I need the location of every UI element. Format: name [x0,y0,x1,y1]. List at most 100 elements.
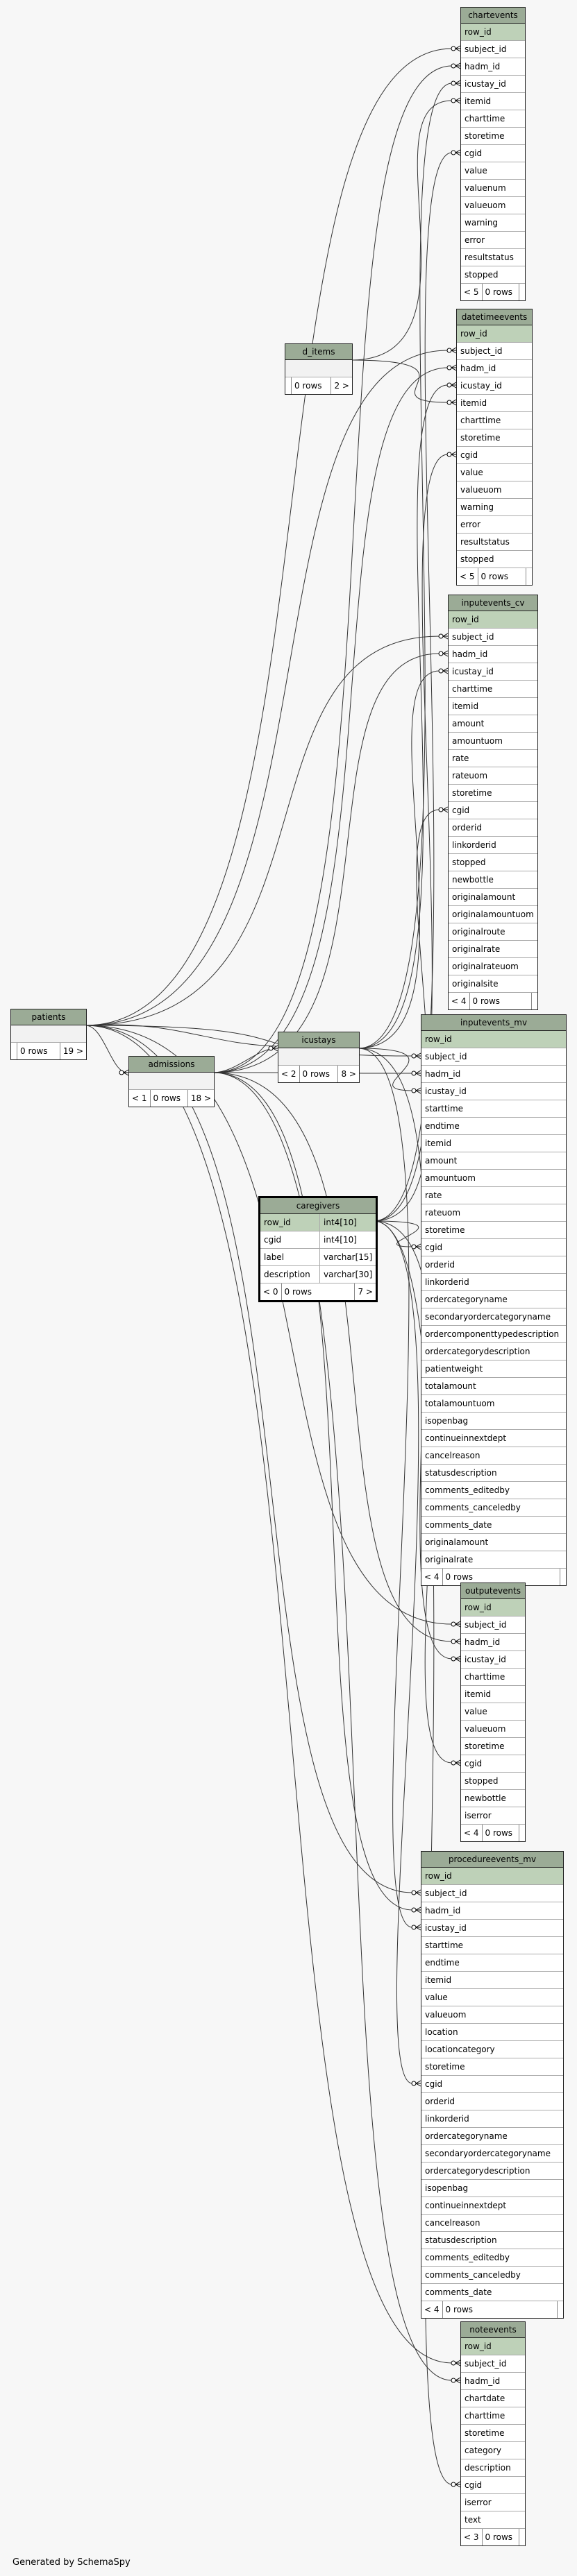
column-rateuom: rateuom [421,1204,566,1222]
column-originalamount: originalamount [449,889,537,906]
column-itemid: itemid [461,93,525,110]
column-valueuom: valueuom [461,197,525,214]
crows-foot-marker [451,1655,461,1662]
table-header[interactable]: chartevents [461,8,525,24]
crows-foot-marker [446,347,457,354]
crows-foot-marker [411,1087,421,1094]
relationship-inputevents-cv-hadm-id [212,653,440,1073]
column-stopped: stopped [449,854,537,871]
crows-foot-marker [451,2360,461,2366]
row-count: 0 rows [151,1090,188,1107]
crows-foot-marker [451,45,461,52]
row-count: 0 rows [443,2301,558,2318]
column-newbottle: newbottle [449,871,537,889]
column-subject-id: subject_id [421,1048,566,1066]
crows-foot-marker [451,2481,461,2488]
relationship-chartevents-icustay-id [358,83,453,1049]
column-icustay-id: icustay_id [461,1651,525,1669]
table-header[interactable]: noteevents [461,2322,525,2338]
column-row-id: row_id [461,24,525,41]
column-value: value [457,464,532,481]
relationship-procedureevents-mv-hadm-id [212,1072,413,1911]
parents-count [285,377,292,394]
relationship-inputevents-cv-subject-id [85,636,440,1026]
table-header[interactable]: icustays [278,1032,359,1048]
column-error: error [457,516,532,534]
table-header[interactable]: caregivers [260,1198,376,1214]
column-linkorderid: linkorderid [421,2110,563,2128]
column-newbottle: newbottle [461,1790,525,1807]
column-cgid: cgid [449,802,537,819]
column-ordercategoryname: ordercategoryname [421,1291,566,1308]
column-type: varchar[15] [324,1252,373,1262]
column-stopped: stopped [461,266,525,284]
column-hadm-id: hadm_id [461,58,525,76]
table-header[interactable]: procedureevents_mv [421,1852,563,1868]
column-type: int4[10] [324,1218,357,1227]
column-locationcategory: locationcategory [421,2041,563,2058]
column-comments-editedby: comments_editedby [421,1482,566,1499]
crows-foot-marker [451,1759,461,1766]
children-count [560,1569,566,1585]
row-count: 0 rows [483,1825,519,1841]
table-header[interactable]: admissions [129,1057,214,1073]
column-comments-date: comments_date [421,2284,563,2301]
column-linkorderid: linkorderid [449,837,537,854]
column-amountuom: amountuom [449,733,537,750]
table-header[interactable]: inputevents_cv [449,595,537,611]
column-iserror: iserror [461,2494,525,2511]
column-originalamountuom: originalamountuom [449,906,537,923]
column-originalsite: originalsite [449,975,537,993]
table-header[interactable]: datetimeevents [457,309,532,325]
column-storetime: storetime [461,128,525,145]
column-orderid: orderid [421,1256,566,1274]
column-subject-id: subject_id [461,1617,525,1634]
column-name: row_id [260,1214,320,1231]
relationship-inputevents-mv-subject-id [85,1025,413,1057]
parents-count: < 4 [421,1569,443,1585]
column-itemid: itemid [421,1972,563,1989]
column-category: category [461,2442,525,2459]
relationship-chartevents-itemid [351,100,453,361]
crows-foot-marker [451,97,461,104]
table-header[interactable]: outputevents [461,1583,525,1599]
column-endtime: endtime [421,1118,566,1135]
children-count: 19 > [62,1046,83,1056]
children-count [526,568,532,585]
column-cancelreason: cancelreason [421,1447,566,1465]
column-charttime: charttime [457,412,532,429]
row-count: 0 rows [292,377,332,394]
column-subject-id: subject_id [461,41,525,58]
table-header[interactable]: patients [11,1009,86,1025]
table-header[interactable]: d_items [285,344,352,360]
table-header[interactable]: inputevents_mv [421,1015,566,1031]
relationship-chartevents-subject-id [85,48,453,1026]
crows-foot-marker [411,1889,421,1896]
children-count: 8 > [341,1069,356,1079]
crows-foot-marker [438,667,449,674]
column-row-id: row_id [457,325,532,343]
column-cgid: cgid [461,1755,525,1773]
children-count [519,2529,525,2545]
crows-foot-marker [411,1907,421,1913]
relationship-datetimeevents-hadm-id [212,367,449,1073]
column-storetime: storetime [449,785,537,802]
